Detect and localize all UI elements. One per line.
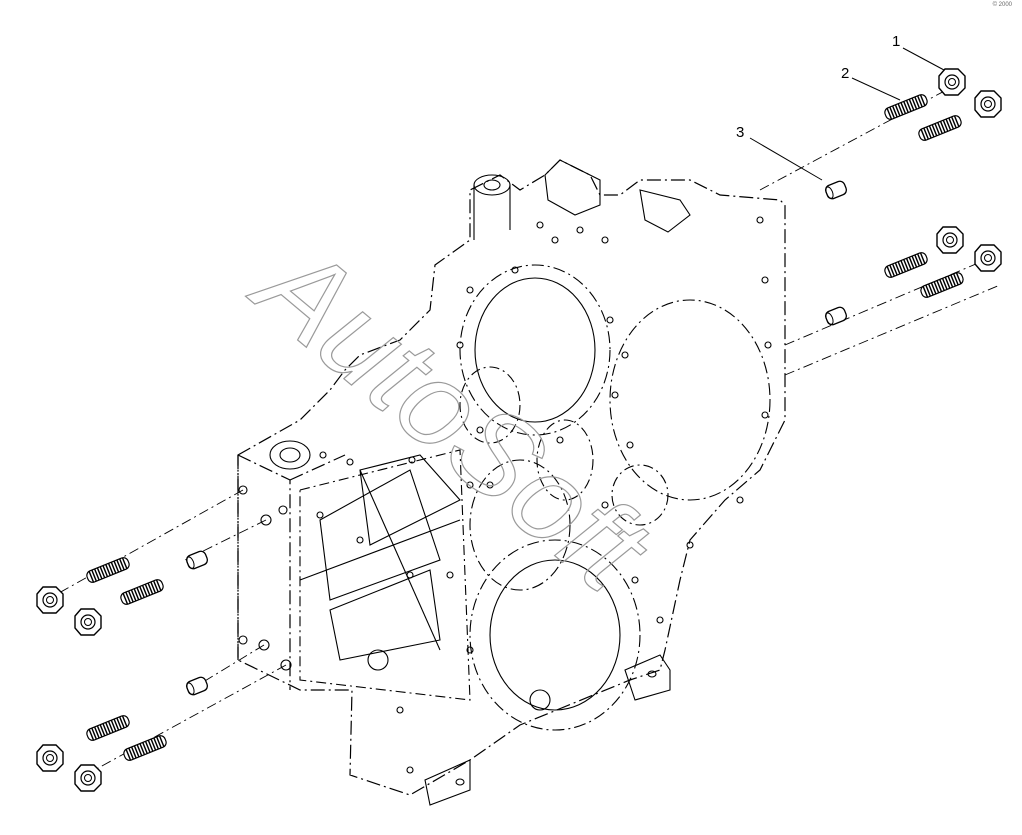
dowel-pin — [184, 549, 210, 571]
watermark-text: AutoSoft — [229, 213, 676, 618]
watermark: AutoSoft — [228, 213, 676, 620]
stud — [882, 250, 930, 280]
dowel-pin — [823, 179, 849, 201]
dowel-pin — [823, 305, 849, 327]
callout-3: 3 — [736, 124, 745, 141]
nut — [936, 226, 964, 254]
nut — [938, 68, 966, 96]
housing-detail — [238, 159, 772, 806]
callout-1: 1 — [892, 33, 901, 50]
stud — [118, 577, 166, 607]
dowel-pin — [184, 675, 210, 697]
stud — [916, 113, 964, 143]
nut — [36, 586, 64, 614]
stud — [84, 555, 132, 585]
nut — [74, 608, 102, 636]
stud — [84, 713, 132, 743]
stud — [918, 270, 966, 300]
corner-mark: © 2000 — [992, 2, 1012, 8]
leader-lines — [749, 47, 945, 181]
housing — [237, 159, 786, 796]
nut — [36, 744, 64, 772]
stud — [882, 92, 930, 122]
nut — [974, 244, 1002, 272]
nut — [974, 90, 1002, 118]
callout-2: 2 — [841, 65, 850, 82]
nut — [74, 764, 102, 792]
stud — [121, 733, 169, 763]
